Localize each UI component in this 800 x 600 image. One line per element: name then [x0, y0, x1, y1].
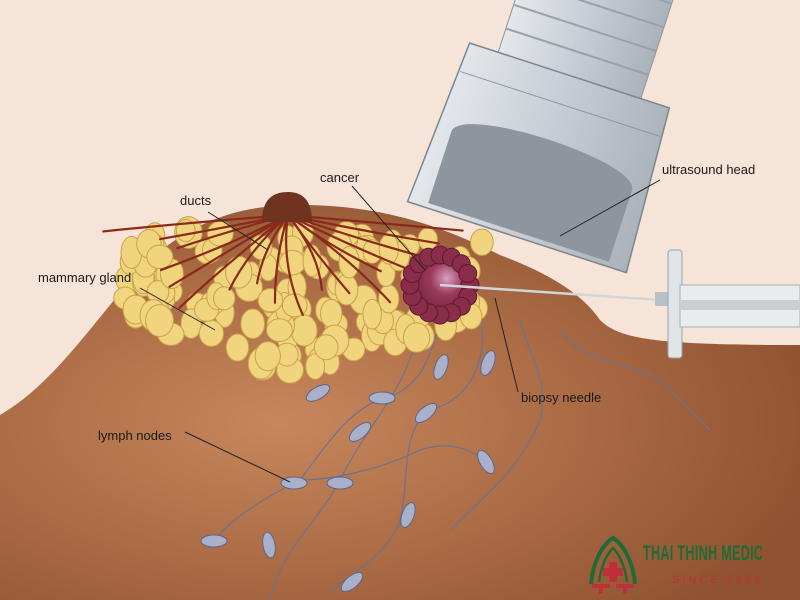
- duct: [178, 213, 290, 309]
- gland-lobule: [290, 314, 318, 347]
- gland-lobule: [362, 298, 382, 330]
- gland-lobule: [313, 334, 339, 361]
- gland-lobule: [225, 333, 250, 362]
- label-ultrasound-head: ultrasound head: [662, 162, 756, 177]
- gland-lobule: [281, 293, 308, 318]
- duct: [168, 213, 290, 288]
- gland-lobule: [257, 287, 283, 313]
- lymph-node: [340, 571, 364, 593]
- gland-lobule: [266, 318, 293, 343]
- lymph-node: [368, 391, 396, 405]
- gland-lobule: [278, 249, 306, 276]
- biopsy-needle-instrument: [439, 249, 800, 359]
- lymph-node: [400, 502, 416, 528]
- label-lymph-nodes: lymph nodes: [98, 428, 172, 443]
- lymph-node: [348, 421, 372, 443]
- gland-lobule: [213, 286, 236, 311]
- label-mammary-gland: mammary gland: [38, 270, 132, 285]
- duct: [228, 213, 290, 291]
- brand-logo: THAI THINH MEDIC SINCE 1998: [588, 536, 798, 596]
- label-ducts: ducts: [180, 193, 212, 208]
- lymph-node: [280, 476, 308, 490]
- lymph-nodes: [200, 350, 496, 593]
- gland-lobule: [198, 319, 225, 347]
- lymph-node: [433, 354, 449, 380]
- logo-name: THAI THINH MEDIC: [643, 542, 764, 565]
- lymph-node: [326, 476, 354, 490]
- gland-lobule: [470, 228, 494, 256]
- label-cancer: cancer: [320, 170, 360, 185]
- lymph-node: [414, 402, 438, 424]
- lymph-node: [305, 384, 331, 402]
- lymph-node: [200, 534, 228, 548]
- gland-lobule: [402, 322, 431, 353]
- lymph-node: [477, 449, 495, 475]
- label-biopsy-needle: biopsy needle: [521, 390, 602, 405]
- leader-lines: [139, 179, 661, 483]
- duct: [273, 213, 290, 304]
- duct: [285, 213, 304, 316]
- logo-mark-icon: [589, 536, 637, 594]
- gland-lobule: [320, 298, 343, 329]
- gland-lobule: [254, 341, 281, 372]
- nipple: [262, 192, 312, 222]
- gland-lobule: [146, 244, 174, 270]
- tumor-lobe: [458, 264, 478, 284]
- gland-lobule: [240, 308, 266, 339]
- gland-lobule: [145, 304, 174, 337]
- gland-lobule: [305, 353, 326, 380]
- lymph-node: [480, 350, 496, 376]
- duct: [286, 213, 351, 295]
- logo-since: SINCE 1998: [672, 574, 764, 586]
- gland-lobule: [417, 227, 438, 251]
- ultrasound-probe: [406, 0, 682, 274]
- gland-lobule: [378, 284, 400, 314]
- lymph-node: [262, 531, 276, 559]
